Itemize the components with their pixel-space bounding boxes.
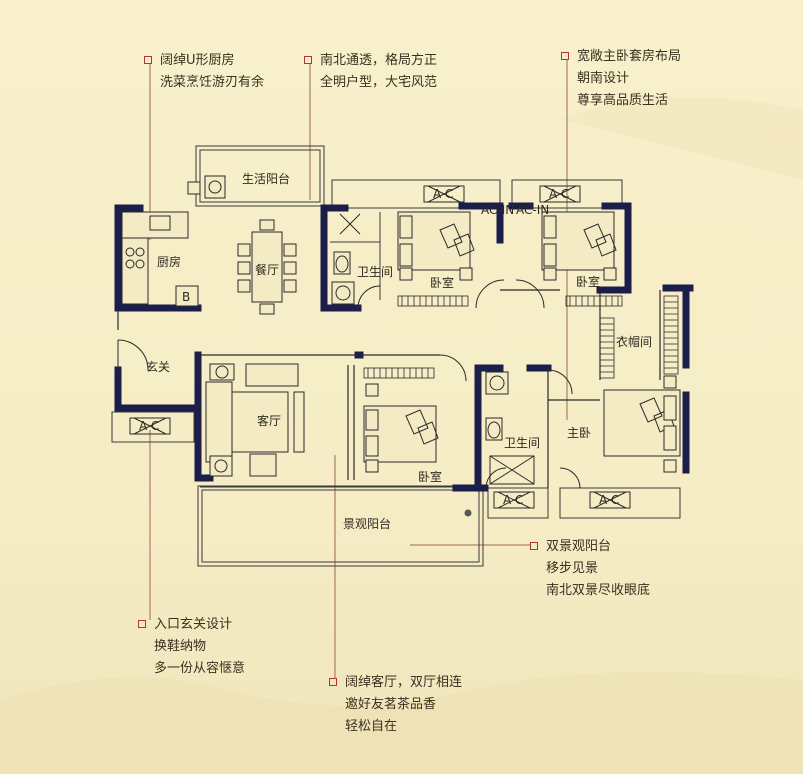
callout-living-line2: 邀好友茗茶品香: [345, 697, 437, 712]
bullet-icon: [138, 620, 146, 628]
ac-label: A C: [503, 493, 523, 507]
callout-entrance-line3: 多一份从容惬意: [154, 661, 246, 676]
armchair-bottom: [249, 453, 277, 477]
callout-kitchen-line2: 洗菜烹饪游刃有余: [160, 75, 265, 90]
service-balcony-outline: [195, 145, 325, 207]
ac-units: [129, 185, 631, 509]
callout-layout: 南北通透，格局方正 全明户型，大宅风范: [304, 50, 437, 94]
drain-marker: [464, 509, 472, 517]
room-label-view-balcony: 景观阳台: [343, 516, 391, 531]
callout-layout-line2: 全明户型，大宅风范: [320, 75, 438, 90]
callout-balcony: 双景观阳台 移步见景 南北双景尽收眼底: [530, 536, 650, 602]
ac-label: A C: [599, 493, 619, 507]
bathroom-fixtures: [331, 213, 535, 485]
bullet-icon: [561, 52, 569, 60]
room-labels: 生活阳台 厨房 餐厅 卫生间 卧室 卧室 衣帽间 玄关 客厅 卧室 卫生间 主卧…: [146, 171, 652, 531]
door-swings: [117, 279, 581, 489]
landscape-wash: [0, 672, 803, 774]
ac-label: A C: [139, 419, 159, 433]
bullet-icon: [329, 678, 337, 686]
room-label-bathroom-1: 卫生间: [357, 265, 393, 279]
room-label-service-balcony: 生活阳台: [242, 171, 290, 186]
room-label-bathroom-2: 卫生间: [504, 436, 540, 450]
callout-living-line1: 阔绰客厅，双厅相连: [345, 675, 463, 690]
kitchen-b-label: B: [182, 290, 190, 304]
room-label-bedroom-3: 卧室: [418, 469, 442, 484]
callout-entrance: 入口玄关设计 换鞋纳物 多一份从容惬意: [138, 614, 245, 680]
room-label-foyer: 玄关: [146, 359, 170, 374]
callout-entrance-line2: 换鞋纳物: [154, 639, 207, 654]
callout-living: 阔绰客厅，双厅相连 邀好友茗茶品香 轻松自在: [329, 672, 462, 738]
thin-outlines: [111, 145, 681, 567]
bullet-icon: [144, 56, 152, 64]
walls: [114, 202, 694, 492]
dining-table: [237, 219, 297, 315]
kitchen-b-box: [175, 285, 199, 307]
bullet-icon: [304, 56, 312, 64]
callout-balcony-line3: 南北双景尽收眼底: [546, 583, 651, 598]
callout-balcony-line2: 移步见景: [546, 561, 599, 576]
living-furniture: [205, 363, 305, 477]
ac-label: A C: [549, 187, 569, 201]
callout-master-line2: 朝南设计: [577, 71, 630, 86]
callout-entrance-line1: 入口玄关设计: [154, 617, 233, 632]
armchair-top: [245, 363, 299, 387]
room-label-dining: 餐厅: [255, 262, 279, 277]
ac-label: A C: [433, 187, 453, 201]
callout-master-line3: 尊享高品质生活: [577, 93, 669, 108]
wardrobes: [363, 295, 679, 379]
coffee-table: [231, 391, 289, 453]
callout-kitchen: 阔绰U形厨房 洗菜烹饪游刃有余: [144, 50, 264, 94]
callout-kitchen-line1: 阔绰U形厨房: [160, 53, 235, 68]
room-label-kitchen: 厨房: [157, 254, 181, 269]
kitchen-fixtures: [121, 175, 226, 307]
sofa: [205, 381, 233, 463]
room-label-bedroom-1: 卧室: [430, 275, 454, 290]
ac-in-labels: AC-IN AC-IN: [481, 203, 549, 217]
room-label-closet: 衣帽间: [616, 334, 652, 349]
ac-in-label: AC-IN: [516, 203, 549, 217]
beds: [363, 211, 681, 473]
callout-master: 宽敞主卧套房布局 朝南设计 尊享高品质生活: [561, 46, 681, 112]
landscape-wash-top: [560, 97, 803, 180]
callout-living-line3: 轻松自在: [345, 719, 398, 734]
view-balcony-outline: [197, 485, 484, 567]
foyer-ac-outline: [111, 411, 195, 443]
bullet-icon: [530, 542, 538, 550]
ac-in-label: AC-IN: [481, 203, 514, 217]
callout-balcony-line1: 双景观阳台: [546, 539, 612, 554]
room-label-living: 客厅: [257, 413, 281, 428]
callout-master-line1: 宽敞主卧套房布局: [577, 49, 682, 64]
ac-labels: A C A C A C A C A C: [139, 187, 619, 507]
room-label-bedroom-2: 卧室: [576, 274, 600, 289]
room-label-master-bedroom: 主卧: [567, 426, 591, 440]
callout-layout-line1: 南北通透，格局方正: [320, 53, 438, 68]
